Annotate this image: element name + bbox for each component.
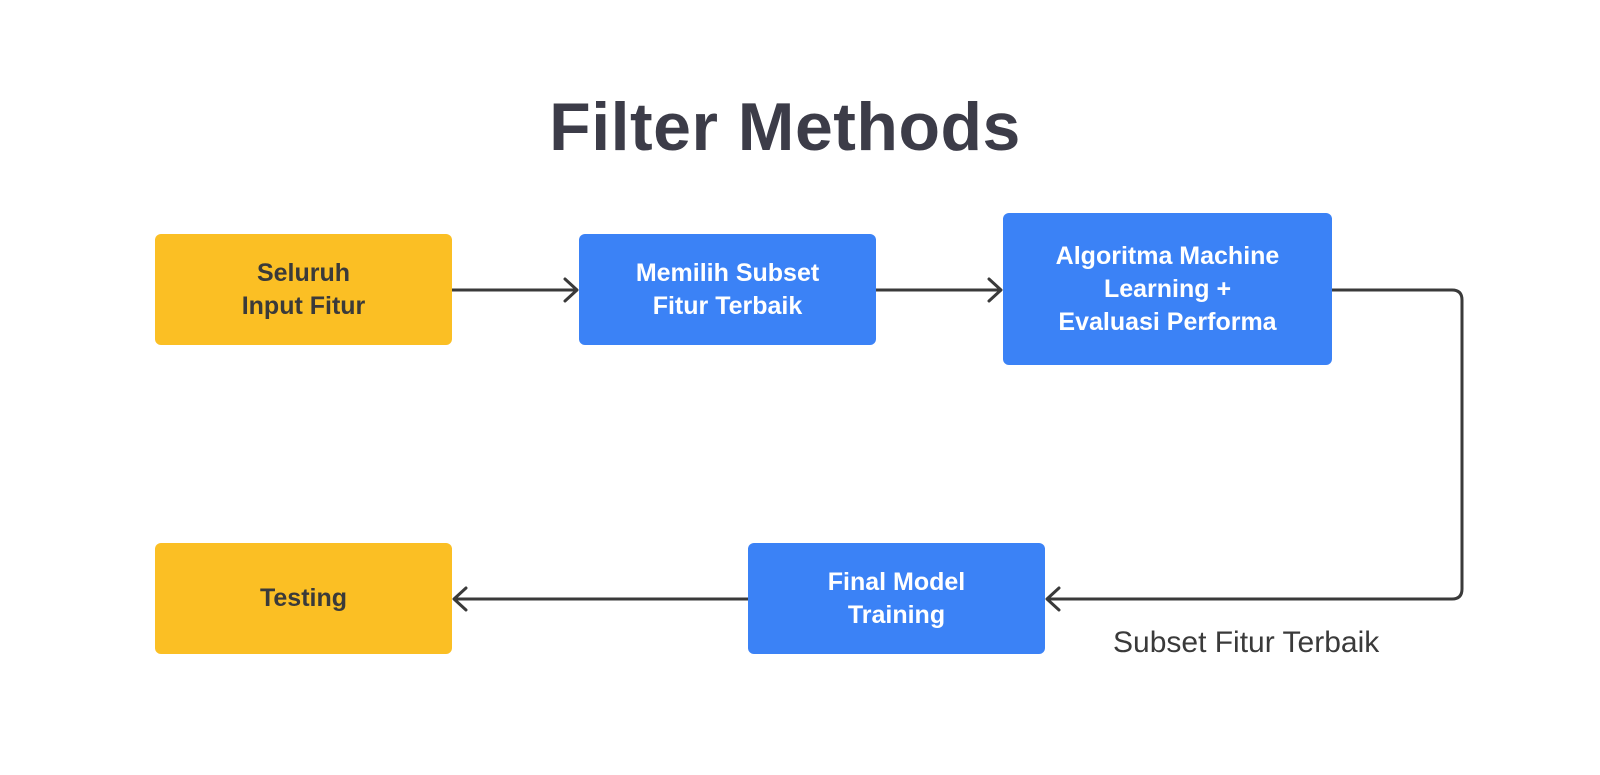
arrowhead-testing: [452, 586, 468, 612]
node-ml-algorithm-evaluation-label: Algoritma Machine Learning + Evaluasi Pe…: [1055, 241, 1280, 336]
node-final-model-training-label: Final Model Training: [827, 567, 966, 629]
arrowhead-algorithm: [987, 277, 1003, 303]
node-select-best-subset-label: Memilih Subset Fitur Terbaik: [635, 258, 820, 320]
node-input-features-label: Seluruh Input Fitur: [241, 258, 366, 320]
node-testing: Testing: [155, 543, 452, 654]
arrowhead-final: [1045, 586, 1061, 612]
node-testing-label: Testing: [259, 584, 348, 612]
edge-algorithm-to-final: [1046, 288, 1464, 601]
arrowhead-subset: [563, 277, 579, 303]
diagram-title: Filter Methods: [549, 89, 1021, 165]
node-input-features: Seluruh Input Fitur: [155, 234, 452, 345]
node-ml-algorithm-evaluation: Algoritma Machine Learning + Evaluasi Pe…: [1003, 213, 1332, 365]
edge-label-best-subset: Subset Fitur Terbaik: [1113, 626, 1380, 659]
node-final-model-training: Final Model Training: [748, 543, 1045, 654]
node-select-best-subset: Memilih Subset Fitur Terbaik: [579, 234, 876, 345]
